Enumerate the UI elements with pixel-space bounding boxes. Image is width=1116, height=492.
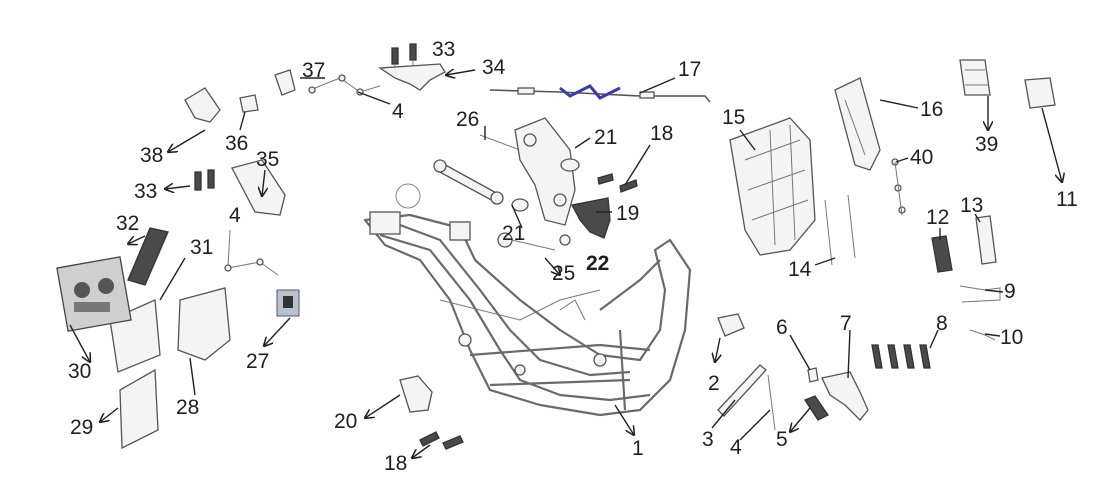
- bracket-39: [959, 59, 991, 96]
- callout-9: 9: [1004, 280, 1016, 303]
- footpad-13: [975, 215, 997, 265]
- callout-26: 26: [456, 108, 479, 131]
- pin-26: [479, 134, 521, 151]
- pin-6: [807, 367, 819, 383]
- callout-27: 27: [246, 350, 269, 373]
- main-frame-part: [363, 211, 692, 417]
- shock-absorber: [433, 159, 504, 205]
- seat-frame-15: [729, 117, 816, 256]
- bolt-10: [969, 329, 996, 341]
- callout-33: 33: [432, 38, 455, 61]
- callout-4: 4: [229, 204, 241, 227]
- callout-4: 4: [730, 436, 742, 459]
- callout-14: 14: [788, 258, 812, 281]
- swing-bracket-21: [511, 117, 580, 226]
- callout-40: 40: [910, 146, 933, 169]
- spring-9: [959, 285, 1001, 303]
- callout-6: 6: [776, 316, 788, 339]
- callout-12: 12: [926, 206, 949, 229]
- bolt-37-assembly: [274, 69, 381, 96]
- reference-circle: [395, 183, 421, 209]
- rods-14: [824, 194, 856, 266]
- callout-17: 17: [678, 58, 701, 81]
- bolts-33-left: [194, 169, 215, 191]
- sheet-29: [119, 368, 159, 450]
- side-stand-7: [821, 371, 869, 421]
- callout-37: 37: [302, 59, 325, 82]
- callout-35: 35: [256, 148, 279, 171]
- bracket-11: [1024, 77, 1056, 109]
- callout-29: 29: [70, 416, 93, 439]
- panel-16: [834, 77, 881, 171]
- springs-8: [871, 344, 931, 369]
- callout-15: 15: [722, 106, 745, 129]
- spring-5: [804, 395, 829, 421]
- callout-7: 7: [840, 312, 852, 335]
- callout-2: 2: [708, 372, 720, 395]
- callout-21: 21: [594, 126, 617, 149]
- callout-39: 39: [975, 133, 998, 156]
- callout-25: 25: [552, 262, 575, 285]
- clip-36: [239, 94, 259, 113]
- callout-3: 3: [702, 428, 714, 451]
- callout-10: 10: [1000, 326, 1023, 349]
- callout-4: 4: [392, 100, 404, 123]
- bracket-38: [184, 87, 221, 123]
- bolt-4-bottom: [767, 374, 776, 431]
- callout-32: 32: [116, 212, 139, 235]
- callout-16: 16: [920, 98, 943, 121]
- callout-18: 18: [384, 452, 407, 475]
- callout-1: 1: [632, 437, 644, 460]
- callout-30: 30: [68, 360, 91, 383]
- callout-8: 8: [936, 312, 948, 335]
- bolts-33-top: [391, 43, 417, 72]
- callout-11: 11: [1056, 188, 1078, 211]
- leader-lines: [69, 70, 1062, 458]
- bracket-32: [127, 227, 169, 286]
- bolt-4-left: [224, 229, 279, 276]
- callout-13: 13: [960, 194, 983, 217]
- footrest-19: [571, 197, 611, 239]
- callout-22: 22: [586, 252, 609, 275]
- bar-3: [717, 364, 767, 417]
- bracket-20: [399, 375, 433, 413]
- callout-19: 19: [616, 202, 639, 225]
- callout-20: 20: [334, 410, 357, 433]
- bracket-34: [378, 63, 446, 91]
- callout-28: 28: [176, 396, 199, 419]
- cable-17: [489, 84, 711, 103]
- module-30: [56, 256, 132, 332]
- footpad-12: [931, 235, 953, 273]
- bolts-18-bottom: [419, 431, 464, 450]
- callout-31: 31: [190, 236, 213, 259]
- callout-36: 36: [225, 132, 248, 155]
- callout-numbers: 33 34 17 37 4 26 21 18 15 16 39 11 38 36…: [68, 38, 1078, 475]
- callout-38: 38: [140, 144, 163, 167]
- bolts-40: [891, 158, 906, 216]
- bracket-2: [717, 313, 745, 337]
- callout-5: 5: [776, 428, 788, 451]
- callout-18: 18: [650, 122, 673, 145]
- callout-34: 34: [482, 56, 506, 79]
- callout-21: 21: [502, 222, 525, 245]
- bolts-18-top: [597, 173, 638, 193]
- callout-33: 33: [134, 180, 157, 203]
- box-28: [177, 287, 231, 361]
- washers-22-25: [497, 232, 571, 251]
- relay-27: [276, 289, 300, 317]
